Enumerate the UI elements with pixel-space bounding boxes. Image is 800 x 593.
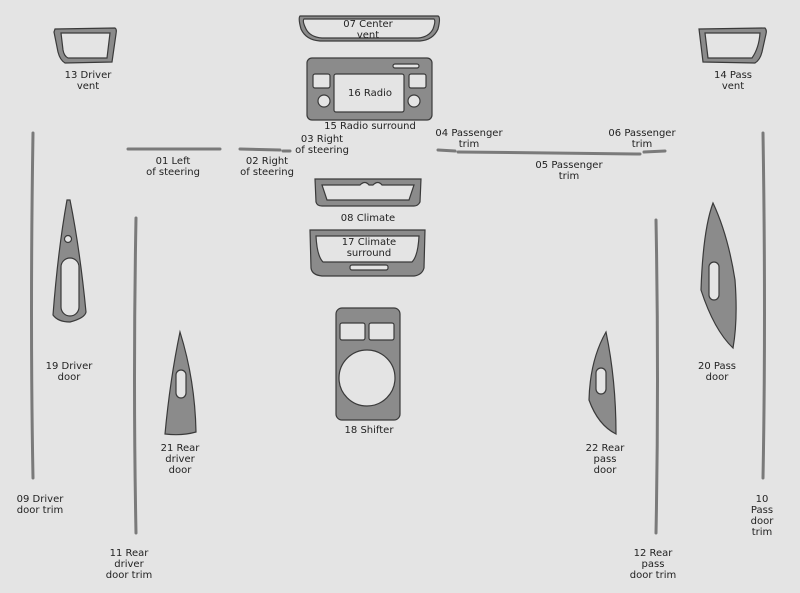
driver-door-part xyxy=(52,199,87,323)
label-13-driver-vent: 13 Driver vent xyxy=(64,70,112,92)
driver-vent-part xyxy=(53,27,117,64)
label-03-right-of-steering: 03 Right of steering xyxy=(295,134,349,156)
label-11-rear-driver-door-trim: 11 Rear driver door trim xyxy=(105,548,153,581)
rear-pass-door-trim-strip xyxy=(654,218,659,535)
passenger-trim-strip-04 xyxy=(436,148,457,153)
driver-door-trim-strip xyxy=(30,131,35,480)
label-01-left-of-steering: 01 Left of steering xyxy=(146,156,200,178)
label-02-right-of-steering: 02 Right of steering xyxy=(240,156,294,178)
label-15-radio-surround: 15 Radio surround xyxy=(324,121,416,132)
pass-vent-part xyxy=(698,27,767,64)
radio-surround-part xyxy=(306,57,433,121)
label-09-driver-door-trim: 09 Driver door trim xyxy=(16,494,64,516)
rear-pass-door-part xyxy=(588,330,617,435)
label-17-climate-surround: 17 Climate surround xyxy=(341,237,397,259)
right-of-steering-strip-02 xyxy=(238,147,282,152)
climate-part xyxy=(314,178,422,207)
label-10-pass-door-trim: 10 Pass door trim xyxy=(750,494,774,538)
rear-driver-door-trim-strip xyxy=(133,216,138,535)
label-20-pass-door: 20 Pass door xyxy=(697,361,737,383)
label-06-passenger-trim: 06 Passenger trim xyxy=(608,128,676,150)
label-07-center-vent: 07 Center vent xyxy=(343,19,393,41)
label-18-shifter: 18 Shifter xyxy=(344,425,394,436)
climate-surround-part xyxy=(309,229,426,277)
passenger-trim-strip-06 xyxy=(642,149,667,154)
shifter-part xyxy=(335,307,401,421)
passenger-trim-strip-05 xyxy=(456,150,642,156)
label-19-driver-door: 19 Driver door xyxy=(45,361,93,383)
pass-door-part xyxy=(700,201,737,350)
label-12-rear-pass-door-trim: 12 Rear pass door trim xyxy=(629,548,677,581)
pass-door-trim-strip xyxy=(761,131,766,480)
label-08-climate: 08 Climate xyxy=(340,213,396,224)
label-21-rear-driver-door: 21 Rear driver door xyxy=(160,443,200,476)
label-16-radio: 16 Radio xyxy=(347,88,393,99)
rear-driver-door-part xyxy=(164,329,197,436)
label-04-passenger-trim: 04 Passenger trim xyxy=(435,128,503,150)
label-22-rear-pass-door: 22 Rear pass door xyxy=(585,443,625,476)
center-vent-part xyxy=(298,15,441,42)
label-05-passenger-trim: 05 Passenger trim xyxy=(535,160,603,182)
label-14-pass-vent: 14 Pass vent xyxy=(713,70,753,92)
